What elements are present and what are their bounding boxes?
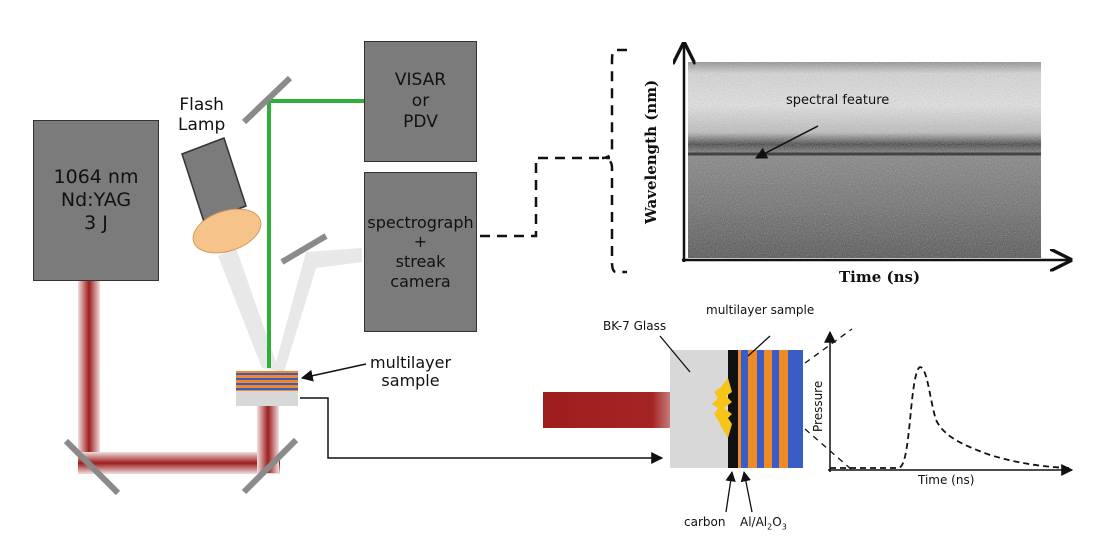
- visar-label-3: PDV: [403, 111, 438, 132]
- visar-label-1: VISAR: [394, 70, 447, 91]
- glass-arrow: [659, 335, 691, 373]
- sample-label-2: sample: [381, 371, 440, 391]
- sample-pointer: [747, 335, 771, 357]
- streak-image: [688, 62, 1041, 258]
- layer-label-sub: 2: [767, 522, 773, 532]
- visar-label-2: or: [411, 91, 430, 112]
- flash-lamp-label: Flash Lamp: [178, 95, 226, 135]
- laser-type: Nd:YAG: [60, 188, 132, 211]
- pressure-ylabel: Pressure: [811, 380, 825, 432]
- layer-label-mid: O: [772, 515, 782, 529]
- probe-beam: [267, 99, 364, 368]
- streak-ylabel: Wavelength (nm): [642, 79, 660, 224]
- pressure-curve: [830, 366, 1071, 469]
- streak-bracket: [601, 48, 627, 274]
- flash-lamp: [181, 137, 262, 254]
- visar-box: VISAR or PDV: [364, 41, 477, 162]
- multilayer-sample-label: multilayer sample: [370, 353, 452, 391]
- spectrograph-link: [480, 156, 610, 238]
- streak-xlabel: Time (ns): [839, 268, 921, 286]
- layer-arrow: [740, 470, 753, 513]
- spectrograph-box: spectrograph + streak camera: [364, 172, 477, 332]
- flash-lamp-label-1: Flash: [179, 95, 224, 115]
- sample-arrow: [300, 363, 367, 382]
- sample-label-1: multilayer: [370, 353, 452, 372]
- multilayer-stack: [738, 350, 803, 468]
- layer-label-prefix: Al/Al: [740, 515, 768, 529]
- zoom-connector: [300, 397, 664, 464]
- spectrograph-label-2: +: [413, 232, 428, 252]
- pressure-xlabel: Time (ns): [918, 473, 975, 487]
- carbon-layer: [728, 350, 738, 468]
- mirror-collection: [280, 233, 328, 265]
- spectral-feature-label: spectral feature: [786, 93, 890, 108]
- zoom-line-top: [804, 328, 853, 364]
- carbon-label: carbon: [684, 515, 726, 529]
- mirror-probe: [241, 75, 293, 125]
- laser-beam-vertical: [78, 280, 100, 470]
- collection-path: [262, 248, 362, 372]
- laser-energy: 3 J: [84, 212, 108, 235]
- spectrograph-label-1: spectrograph: [367, 212, 474, 232]
- carbon-arrow: [725, 470, 736, 513]
- target-sample-label: multilayer sample: [706, 303, 815, 317]
- laser-wavelength: 1064 nm: [53, 165, 139, 188]
- laser-beam-horizontal: [78, 452, 280, 474]
- ablation-burst: [712, 378, 732, 438]
- zoom-line-bottom: [804, 428, 853, 471]
- spectral-feature-arrow: [754, 125, 819, 159]
- layer-label: Al/Al2O3: [740, 515, 787, 532]
- glass-label: BK-7 Glass: [603, 319, 667, 333]
- laser-beam-up: [257, 403, 279, 473]
- flash-light-cone: [218, 248, 276, 368]
- mirror-bottom-left: [63, 438, 121, 496]
- spectrograph-label-4: camera: [390, 271, 451, 291]
- layer-label-sub2: 3: [781, 522, 787, 532]
- sample-small: [236, 371, 298, 406]
- flash-lamp-label-2: Lamp: [178, 114, 226, 135]
- spectrograph-label-3: streak: [395, 252, 446, 271]
- laser-box: 1064 nm Nd:YAG 3 J: [33, 120, 159, 281]
- mirror-bottom-right: [241, 437, 299, 495]
- drive-laser-beam: [543, 392, 683, 428]
